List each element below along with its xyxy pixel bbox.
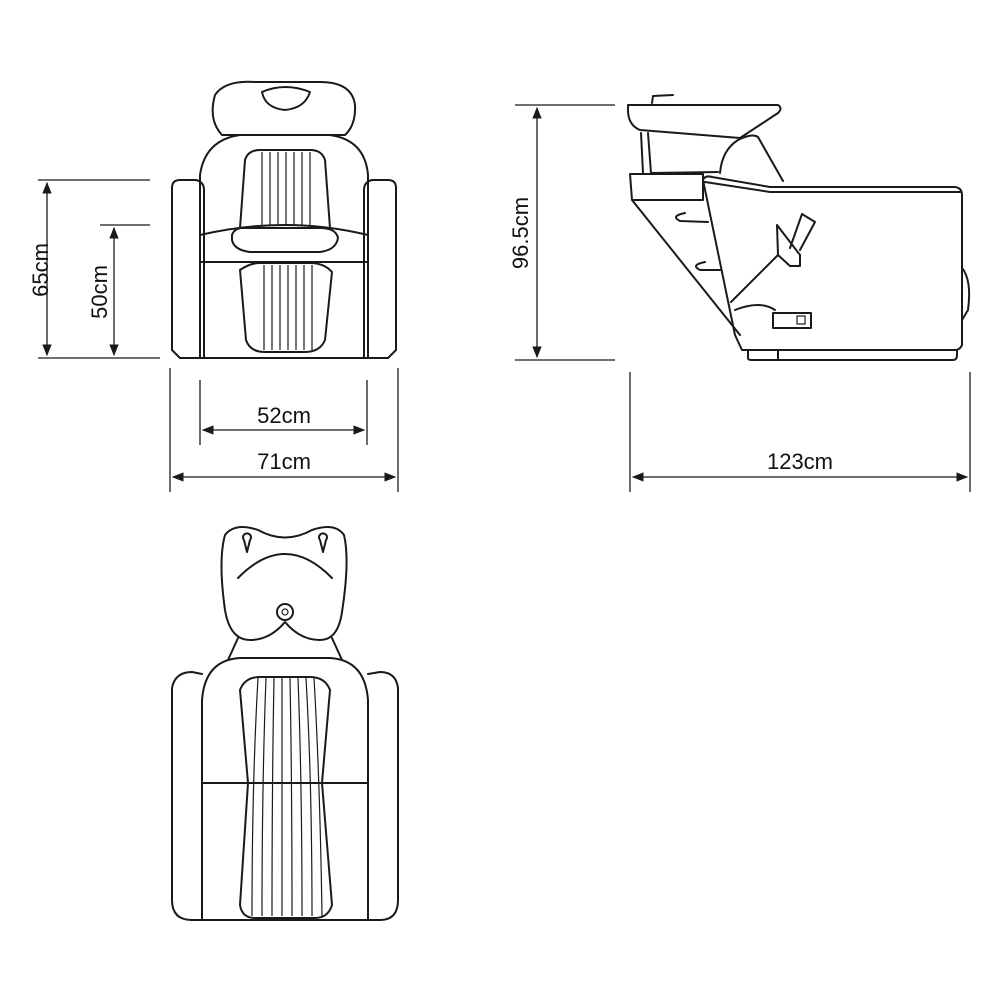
front-seat-line: [199, 224, 369, 263]
side-footrests: [675, 212, 721, 271]
front-stripes: [261, 152, 313, 350]
top-stripes: [251, 677, 323, 917]
front-headrest: [211, 80, 357, 136]
side-basin-support: [640, 132, 784, 182]
top-drain-center: [281, 608, 289, 616]
front-left-arm: [171, 179, 205, 359]
side-cable: [734, 304, 776, 311]
side-dimensions: 96.5cm 123cm: [508, 104, 971, 492]
dim-52cm: 52cm: [257, 403, 311, 428]
side-base: [747, 349, 958, 361]
side-panel-switch: [796, 315, 806, 325]
top-basin: [220, 525, 348, 641]
top-right-arm: [367, 671, 399, 921]
side-seat-body: [702, 175, 963, 351]
front-backrest: [199, 134, 369, 359]
front-right-arm: [363, 179, 397, 359]
dim-123cm: 123cm: [767, 449, 833, 474]
dim-71cm: 71cm: [257, 449, 311, 474]
side-control-panel: [772, 312, 812, 329]
front-neck-roll: [231, 226, 339, 253]
front-seat-panel: [239, 262, 333, 353]
top-basin-rim: [237, 553, 333, 579]
side-view: [627, 94, 971, 361]
top-tap-left: [242, 532, 252, 553]
dim-65cm: 65cm: [28, 243, 53, 297]
dim-96-5cm: 96.5cm: [508, 197, 533, 269]
front-back-panel: [239, 149, 331, 229]
dim-50cm: 50cm: [87, 265, 112, 319]
side-control-holder: [730, 213, 816, 303]
top-neck: [227, 637, 343, 661]
front-dimensions: 65cm 50cm 52cm 71cm: [28, 179, 399, 492]
top-seat-lines: [191, 782, 381, 921]
top-left-arm: [171, 671, 203, 921]
side-basin: [627, 94, 782, 139]
top-drain: [276, 603, 294, 621]
top-tap-right: [318, 532, 328, 553]
top-stripe-panel: [239, 676, 333, 919]
top-view: [171, 525, 399, 921]
side-body-frame: [629, 173, 741, 336]
top-backrest: [201, 657, 369, 921]
side-rear-cushion: [961, 267, 971, 321]
front-view: [171, 80, 397, 359]
